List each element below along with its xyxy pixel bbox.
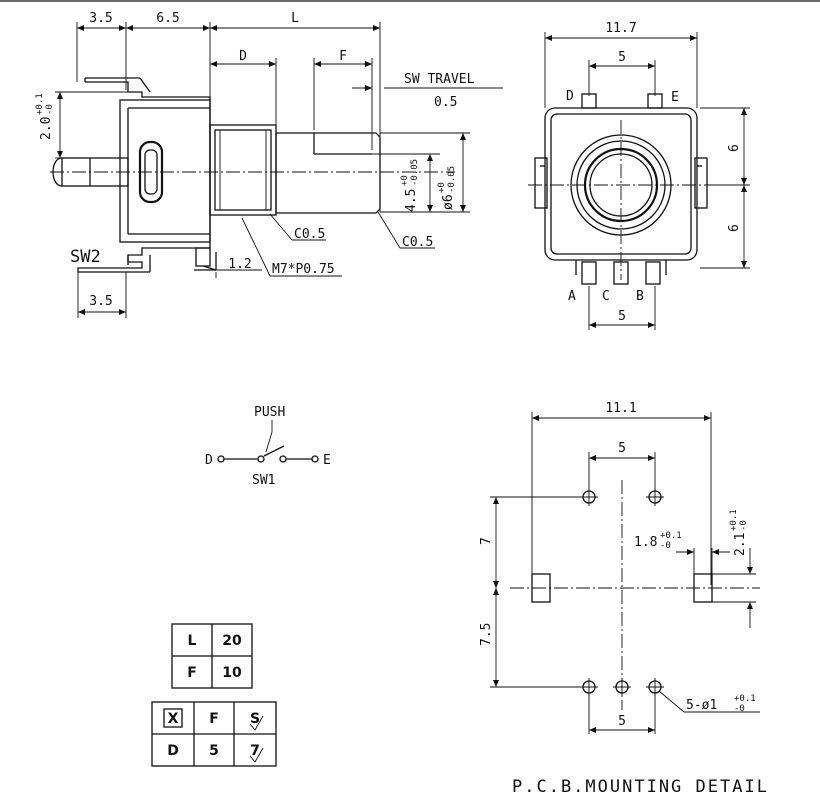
pin-A-label: A bbox=[568, 289, 576, 304]
tol-shaft-4-5-lower: -0.05 bbox=[410, 159, 420, 186]
table-L-value: 20 bbox=[222, 633, 242, 649]
switch-schematic: PUSH D E SW1 bbox=[205, 405, 331, 488]
pcb-dim-1-8-tol-upper: +0.1 bbox=[660, 531, 682, 541]
sw-travel-value: 0.5 bbox=[434, 95, 457, 110]
tol-2-0-upper: +0.1 bbox=[35, 93, 45, 115]
pcb-caption: P.C.B.MOUNTING DETAIL bbox=[512, 777, 769, 797]
pin-C-label: C bbox=[602, 289, 610, 304]
pcb-dim-5-top: 5 bbox=[618, 441, 626, 456]
thread-spec: M7*P0.75 bbox=[272, 262, 335, 277]
pcb-mounting-detail: 11.1 5 7 7.5 bbox=[479, 401, 769, 797]
term-D-label: D bbox=[205, 453, 213, 468]
pcb-dim-2-1: 2.1 bbox=[733, 533, 748, 556]
chamfer-c0-5-bushing: C0.5 bbox=[294, 227, 325, 242]
push-label: PUSH bbox=[254, 405, 285, 420]
pcb-hole-spec-tol-lower: -0 bbox=[734, 704, 745, 714]
check-mark-icon bbox=[249, 747, 264, 763]
sw-travel-label: SW TRAVEL bbox=[404, 72, 475, 87]
pcb-dim-2-1-tol-lower: -0 bbox=[739, 520, 749, 531]
dim-6-5: 6.5 bbox=[156, 11, 179, 26]
tol-shaft-dia-lower: -0.05 bbox=[447, 166, 457, 193]
table-shaft-D: D bbox=[167, 743, 179, 759]
pcb-dim-1-8-tol-lower: -0 bbox=[660, 541, 671, 551]
pcb-dim-5-bottom: 5 bbox=[618, 714, 626, 729]
dim-3-5-top: 3.5 bbox=[89, 11, 112, 26]
front-dim-11-7: 11.7 bbox=[605, 21, 636, 36]
table-L-key: L bbox=[188, 633, 197, 649]
sw2-label: SW2 bbox=[70, 247, 101, 267]
chamfer-c0-5-shaft: C0.5 bbox=[402, 235, 433, 250]
dim-1-2: 1.2 bbox=[228, 257, 251, 272]
pcb-dim-2-1-tol-upper: +0.1 bbox=[729, 509, 739, 531]
dim-F: F bbox=[339, 49, 347, 64]
pcb-dim-1-8: 1.8 bbox=[634, 535, 657, 550]
pcb-hole-spec: 5-ø1 bbox=[686, 698, 717, 713]
dim-2-0: 2.0 bbox=[39, 117, 54, 140]
front-dim-5-top: 5 bbox=[618, 50, 626, 65]
front-dim-6-bottom: 6 bbox=[727, 224, 742, 232]
check-mark-icon bbox=[249, 715, 264, 731]
table-F-value: 10 bbox=[222, 665, 242, 681]
tol-shaft-4-5-upper: +0 bbox=[400, 175, 410, 186]
side-view: 3.5 6.5 L D F SW TRAVEL 0.5 bbox=[35, 11, 503, 318]
dim-D: D bbox=[239, 49, 247, 64]
table-shaft-7: 7 bbox=[250, 743, 260, 759]
pcb-dim-11-1: 11.1 bbox=[605, 401, 636, 416]
sw1-label: SW1 bbox=[252, 473, 275, 488]
front-view: 11.7 5 D E A C B bbox=[528, 21, 750, 330]
dim-shaft-4-5: 4.5 bbox=[404, 189, 419, 212]
term-E-label: E bbox=[323, 453, 331, 468]
table-shaft-S: S bbox=[250, 711, 260, 727]
dim-L: L bbox=[291, 11, 299, 26]
pin-D-label: D bbox=[566, 89, 574, 104]
dim-3-5-bottom: 3.5 bbox=[89, 294, 112, 309]
tol-shaft-dia-upper: +0 bbox=[437, 182, 447, 193]
tol-2-0-lower: -0 bbox=[45, 104, 55, 115]
pcb-dim-7: 7 bbox=[479, 537, 494, 545]
dim-shaft-dia-6: ø6 bbox=[441, 194, 456, 210]
table-shaft-5: 5 bbox=[209, 743, 219, 759]
table-shaft-F: F bbox=[209, 711, 219, 727]
table-L-F: L 20 F 10 bbox=[171, 623, 253, 689]
table-shaft-X: X bbox=[168, 711, 179, 727]
pin-E-label: E bbox=[671, 90, 679, 105]
table-shaft-type: X F S D 5 7 bbox=[151, 701, 277, 767]
table-F-key: F bbox=[187, 665, 197, 681]
pcb-dim-7-5: 7.5 bbox=[479, 623, 494, 646]
pcb-hole-spec-tol-upper: +0.1 bbox=[734, 694, 756, 704]
front-dim-5-bottom: 5 bbox=[618, 309, 626, 324]
front-dim-6-top: 6 bbox=[727, 144, 742, 152]
pin-B-label: B bbox=[636, 289, 644, 304]
